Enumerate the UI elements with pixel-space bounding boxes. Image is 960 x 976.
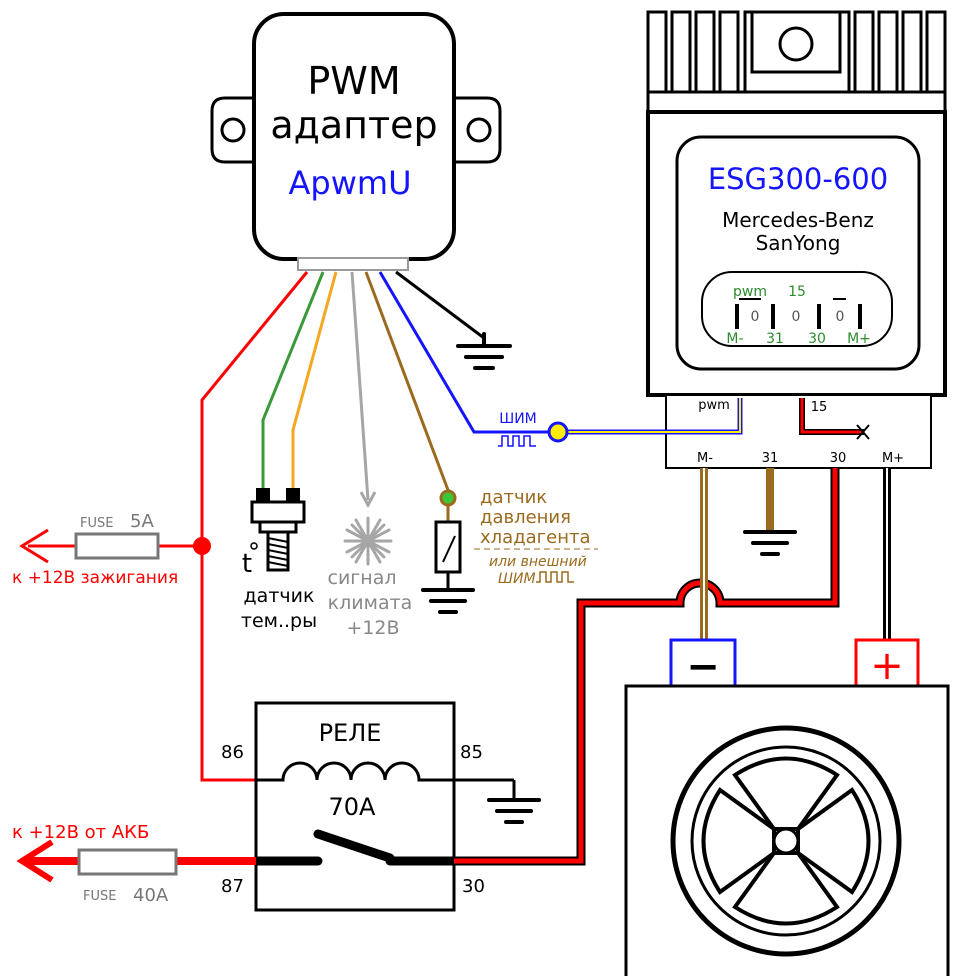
- controller-brand-line2: SanYong: [756, 231, 841, 255]
- ground-adapter: [456, 332, 512, 370]
- climate-label-2: климата: [328, 592, 413, 614]
- battery-target-label: к +12В от АКБ: [12, 822, 149, 843]
- esg-controller: ESG300-600 Mercedes-Benz SanYong pwm 15 …: [646, 10, 947, 469]
- relay-rating: 70А: [329, 793, 377, 821]
- adapter-title-line1: PWM: [307, 59, 400, 103]
- arrow-left-icon: [19, 528, 49, 564]
- snowflake-icon: [343, 516, 393, 566]
- relay-contact-arm: [313, 829, 395, 863]
- relay-pin-30: 30: [462, 876, 485, 897]
- arrow-left-icon-battery: [16, 839, 54, 883]
- pressure-label-1: датчик: [480, 487, 547, 508]
- wire-black-ground: [395, 270, 485, 340]
- relay: РЕЛЕ 70А 86 85 87 30: [221, 701, 541, 912]
- connector-m-plus: M+: [847, 331, 871, 347]
- connector-zero-2: 0: [792, 309, 801, 325]
- wire-red-ignition: [200, 271, 309, 782]
- connector-31: 31: [766, 331, 784, 347]
- pwm-signal-label: ШИМ: [499, 411, 537, 427]
- climate-label-1: сигнал: [328, 567, 397, 589]
- ground-31: [743, 468, 797, 556]
- ignition-target-label: к +12В зажигания: [12, 568, 178, 588]
- relay-pin-85: 85: [460, 742, 483, 763]
- ignition-feed: FUSE 5A к +12В зажигания: [12, 511, 211, 588]
- adapter-title-line2: адаптер: [270, 103, 437, 147]
- relay-body: [254, 701, 456, 912]
- relay-pin-86: 86: [221, 742, 244, 763]
- cross-mark-icon: [856, 424, 870, 440]
- fan-blade-icon: [701, 756, 871, 926]
- pwm-adapter: PWM адаптер ApwmU: [210, 12, 502, 271]
- temp-sensor: t датчик тем..ры: [241, 488, 317, 632]
- connector-zero-1: 0: [751, 309, 760, 325]
- ground-relay: [487, 798, 541, 824]
- relay-to-controller-wire: [454, 468, 840, 866]
- fan-minus-label: −: [686, 644, 720, 690]
- pressure-pwm-waveform-icon: [536, 571, 574, 583]
- controller-connector: [701, 271, 893, 347]
- adapter-wires: [200, 270, 548, 782]
- wire-gray-climate: [350, 271, 370, 501]
- connector-30: 30: [808, 331, 826, 347]
- relay-title: РЕЛЕ: [319, 719, 382, 747]
- fan-ring: [670, 725, 902, 957]
- terminal-30: 30: [830, 451, 847, 466]
- temp-label-2: тем..ры: [241, 610, 317, 632]
- connector-zero-3: 0: [836, 309, 845, 325]
- climate-signal: сигнал климата +12В: [328, 491, 413, 639]
- pressure-alt-1: или внешний: [489, 554, 587, 570]
- fuse-battery-label: FUSE: [83, 889, 116, 904]
- connector-m-minus: M-: [726, 331, 743, 347]
- pwm-waveform-icon: [498, 435, 536, 447]
- controller-brand-line1: Mercedes-Benz: [722, 208, 874, 232]
- adapter-model: ApwmU: [289, 164, 412, 202]
- connector-15-label: 15: [788, 284, 806, 300]
- climate-label-3: +12В: [346, 617, 399, 639]
- temp-symbol: t: [242, 549, 252, 579]
- controller-model: ESG300-600: [708, 162, 888, 196]
- wire-green-temp: [261, 271, 325, 490]
- connector-pins: [735, 304, 862, 329]
- fuse-ignition-value: 5A: [130, 511, 154, 532]
- connector-pwm-label: pwm: [733, 284, 767, 300]
- fan-plus-label: +: [870, 643, 904, 689]
- terminal-m-plus: M+: [882, 451, 904, 466]
- terminal-m-minus: M-: [697, 451, 713, 466]
- ignition-junction: [193, 537, 211, 555]
- wire-15-ignition: [799, 398, 870, 440]
- fuse-ignition-label: FUSE: [80, 516, 113, 531]
- fan-motor: − +: [624, 638, 950, 976]
- fuse-battery: [77, 848, 178, 876]
- terminal-31: 31: [762, 451, 779, 466]
- pressure-alt-2: ШИМ: [498, 571, 536, 587]
- fuse-ignition: [74, 532, 160, 560]
- relay-pin-87: 87: [221, 876, 244, 897]
- battery-feed: к +12В от АКБ FUSE 40A: [12, 822, 256, 906]
- pwm-junction: [547, 421, 569, 443]
- pressure-label-2: давления: [480, 507, 571, 528]
- pressure-sensor: датчик давления хладагента или внешний Ш…: [421, 487, 598, 614]
- pressure-connector: [439, 489, 457, 507]
- temp-label-1: датчик: [244, 585, 315, 607]
- wire-blue-pwm: [378, 271, 548, 434]
- relay-coil: [256, 761, 454, 782]
- wire-orange-temp: [291, 271, 338, 490]
- terminal-15: 15: [811, 400, 828, 415]
- adapter-wire-exit: [297, 257, 409, 271]
- wire-brown-pressure: [364, 271, 450, 491]
- fuse-battery-value: 40A: [133, 885, 169, 906]
- terminal-pwm: pwm: [698, 398, 730, 413]
- pressure-label-3: хладагента: [480, 527, 590, 548]
